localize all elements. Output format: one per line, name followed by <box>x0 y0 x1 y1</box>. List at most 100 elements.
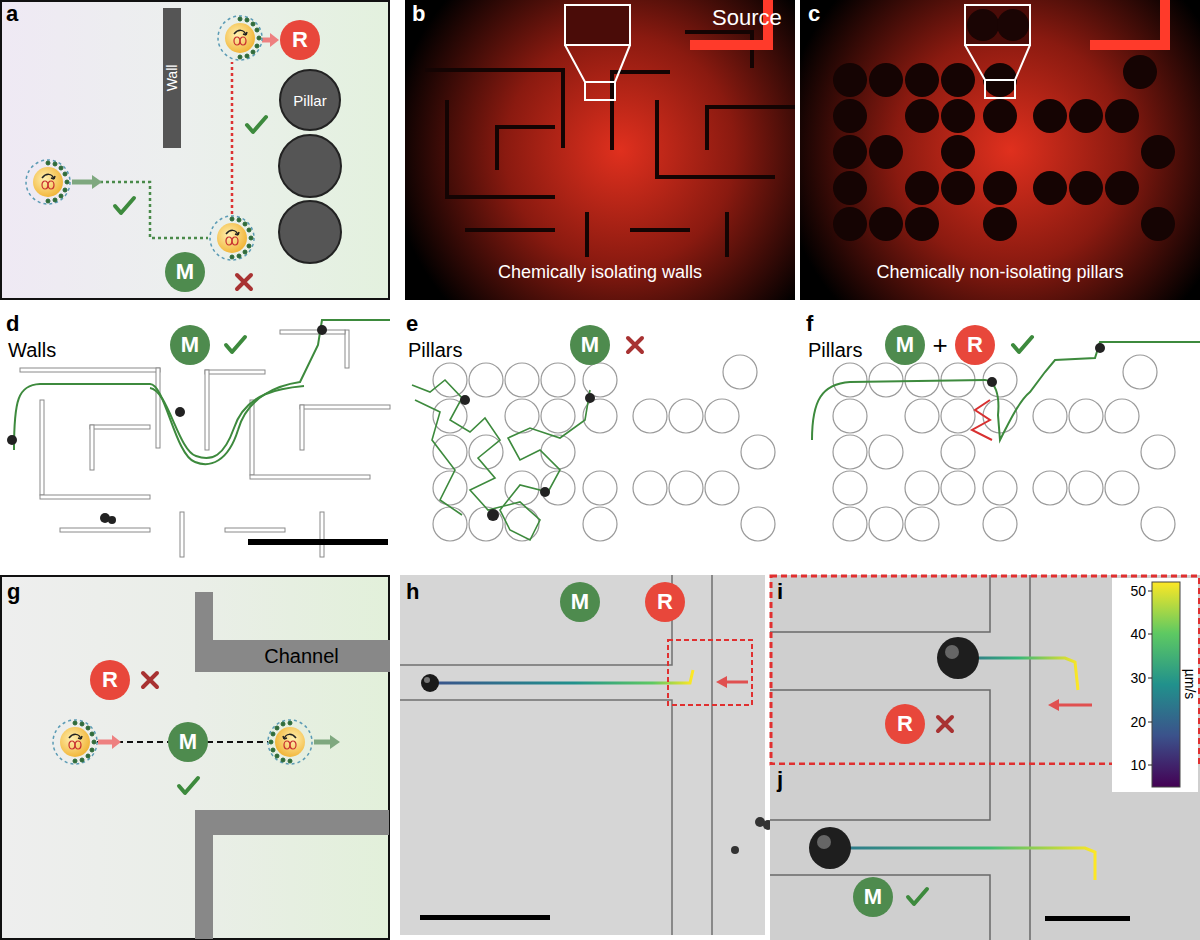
illustration-part <box>314 740 330 745</box>
illustration-part <box>420 915 550 920</box>
illustration-part <box>812 342 1200 440</box>
illustration-part <box>965 5 1030 45</box>
illustration-part <box>405 0 795 300</box>
node-text: Channel <box>264 646 339 666</box>
illustration-part <box>585 393 595 403</box>
label-circle: R <box>885 704 925 744</box>
illustration-part <box>716 676 727 688</box>
node-text: M <box>864 886 882 908</box>
illustration-part <box>965 45 1030 80</box>
illustration-part <box>330 735 340 749</box>
illustration-part <box>1013 337 1032 352</box>
illustration-part <box>405 0 795 300</box>
illustration-part <box>937 637 979 679</box>
illustration-part <box>7 325 327 524</box>
figure-label: 40 <box>1130 627 1146 641</box>
panel-c <box>800 0 1200 300</box>
illustration-part <box>908 889 927 904</box>
label-circle: M <box>570 325 610 365</box>
illustration-part <box>270 33 279 47</box>
node-text: R <box>967 334 983 356</box>
illustration-part <box>112 735 121 749</box>
illustration-part <box>1152 582 1180 787</box>
illustration-part <box>262 38 270 43</box>
illustration-part <box>150 386 304 458</box>
illustration-part <box>415 400 462 515</box>
label-circle: R <box>645 582 685 622</box>
panel-letter: c <box>808 3 820 25</box>
figure-label: 10 <box>1130 758 1146 772</box>
illustration-part <box>26 160 70 204</box>
illustration-part <box>424 677 430 683</box>
illustration-part <box>20 330 390 557</box>
illustration-part <box>72 180 92 185</box>
illustration-part <box>585 82 615 100</box>
figure-label: Chemically non-isolating pillars <box>876 263 1123 281</box>
illustration-part <box>487 509 499 521</box>
illustration-part <box>195 592 213 672</box>
panel-letter: a <box>6 3 18 25</box>
illustration-part <box>565 45 630 82</box>
node-text: Pillar <box>293 93 326 108</box>
illustration-part <box>967 9 999 41</box>
illustration-part <box>108 516 116 524</box>
illustration-part <box>800 0 1200 300</box>
figure-label: + <box>932 332 947 358</box>
illustration-part <box>565 5 630 45</box>
illustration-part <box>985 80 1015 98</box>
panel-h <box>400 575 773 935</box>
illustration-part <box>1058 704 1092 707</box>
node-text: Wall <box>165 65 179 92</box>
figure-label: Pillars <box>808 340 862 360</box>
illustration-part <box>226 337 245 352</box>
figure-label: Walls <box>8 340 56 360</box>
illustration-part <box>412 380 590 540</box>
label-circle: M <box>853 877 893 917</box>
figure-label: µm/s <box>1183 669 1197 700</box>
figure-label: Chemically isolating walls <box>498 263 702 281</box>
illustration-part <box>997 9 1029 41</box>
node-text: R <box>657 591 673 613</box>
illustration-part <box>195 810 213 939</box>
illustration-part <box>972 400 992 440</box>
node-text: M <box>581 334 599 356</box>
illustration-part <box>175 407 185 417</box>
figure-label: 30 <box>1130 671 1146 685</box>
illustration-part <box>800 0 1200 300</box>
node-text: R <box>102 669 118 691</box>
label-circle: R <box>955 325 995 365</box>
illustration-part <box>400 575 765 935</box>
node-text: R <box>292 29 308 51</box>
label-circle: Pillar <box>279 69 341 131</box>
panel-g <box>1 576 389 939</box>
panel-letter: e <box>406 313 418 335</box>
illustration-part <box>809 827 851 869</box>
illustration-part <box>430 670 693 683</box>
colour-bar <box>1112 578 1198 792</box>
illustration-part <box>237 275 251 289</box>
panel-letter: g <box>7 581 20 603</box>
node-text: M <box>179 731 197 753</box>
illustration-part <box>460 393 595 521</box>
node-text: M <box>571 591 589 613</box>
panel-letter: h <box>406 581 419 603</box>
illustration-part <box>668 640 752 705</box>
panel-letter: f <box>806 313 813 335</box>
label-circle: M <box>885 325 925 365</box>
illustration-part <box>231 62 234 214</box>
label-circle: M <box>168 722 208 762</box>
illustration-part <box>1 576 389 939</box>
illustration-part <box>770 575 1030 765</box>
label-circle: R <box>280 20 320 60</box>
illustration-part <box>1148 591 1152 765</box>
panel-d <box>7 320 390 557</box>
illustration-part <box>817 835 831 849</box>
wall-block: Wall <box>163 8 181 148</box>
label-circle: R <box>90 660 130 700</box>
panel-f <box>812 337 1200 541</box>
illustration-part <box>833 55 1175 241</box>
illustration-part <box>7 435 17 445</box>
illustration-part <box>53 720 97 764</box>
illustration-part <box>1048 699 1059 711</box>
illustration-part <box>92 175 102 189</box>
